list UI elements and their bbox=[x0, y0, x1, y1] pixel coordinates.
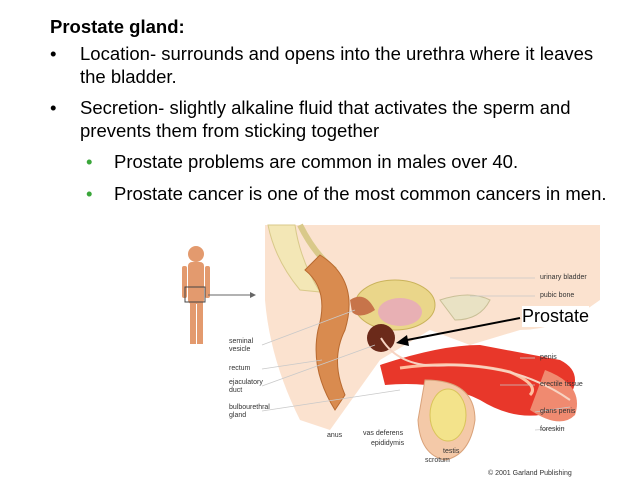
label-bulbourethral-gland: bulbourethral gland bbox=[229, 404, 270, 420]
label-erectile-tissue: erectile tissue bbox=[540, 381, 583, 388]
prostate-callout-label: Prostate bbox=[522, 306, 590, 327]
label-penis: penis bbox=[540, 354, 557, 361]
label-anus: anus bbox=[327, 432, 343, 439]
label-testis: testis bbox=[443, 448, 460, 455]
label-epididymis: epididymis bbox=[371, 440, 405, 447]
label-seminal-vesicle: seminal vesicle bbox=[229, 338, 253, 354]
label-line: ejaculatory bbox=[229, 379, 263, 386]
label-urinary-bladder: urinary bladder bbox=[540, 274, 587, 281]
slide-title: Prostate gland: bbox=[50, 16, 185, 37]
sub-bullet-text: Prostate problems are common in males ov… bbox=[114, 151, 519, 172]
bullet-marker: • bbox=[50, 97, 57, 118]
bullet-text: Secretion- slightly alkaline fluid that … bbox=[80, 97, 571, 141]
label-vas-deferens: vas deferens bbox=[363, 430, 404, 437]
label-line: gland bbox=[229, 412, 247, 419]
label-line: duct bbox=[229, 387, 243, 394]
sub-bullet-text: Prostate cancer is one of the most commo… bbox=[114, 183, 607, 204]
copyright-notice: © 2001 Garland Publishing bbox=[488, 470, 572, 477]
label-ejaculatory-duct: ejaculatory duct bbox=[229, 379, 263, 395]
label-glans-penis: glans penis bbox=[540, 408, 576, 415]
bullet-marker: • bbox=[50, 43, 57, 64]
bullet-marker: • bbox=[86, 151, 93, 172]
bullet-text: Location- surrounds and opens into the u… bbox=[80, 43, 594, 87]
label-line: vesicle bbox=[229, 346, 251, 353]
label-line: seminal bbox=[229, 338, 254, 345]
label-pubic-bone: pubic bone bbox=[540, 292, 575, 299]
label-line: bulbourethral bbox=[229, 404, 270, 411]
label-foreskin: foreskin bbox=[540, 426, 565, 433]
bullet-marker: • bbox=[86, 183, 93, 204]
label-scrotum: scrotum bbox=[425, 457, 450, 464]
label-rectum: rectum bbox=[229, 365, 251, 372]
